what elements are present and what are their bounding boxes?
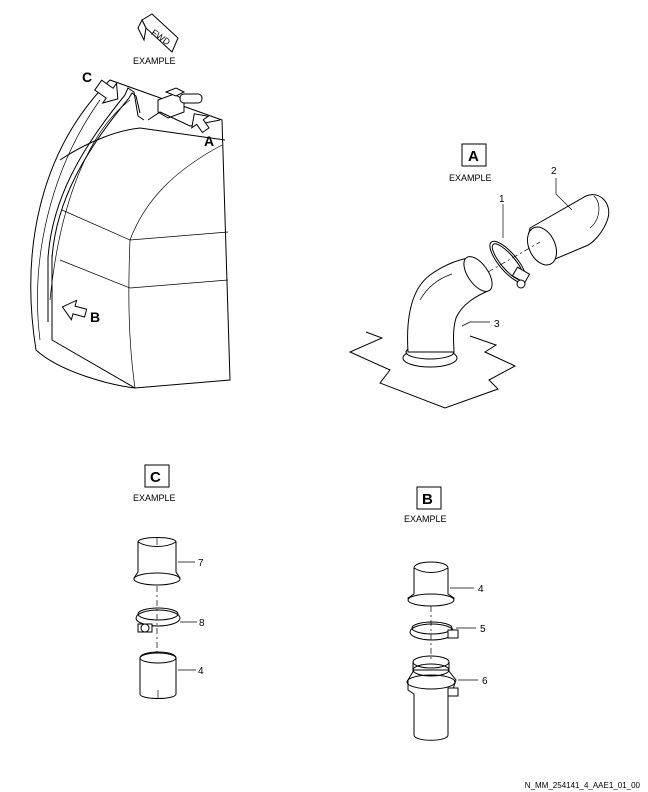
detail-c-example: EXAMPLE	[133, 493, 176, 503]
detail-a-item-2: 2	[551, 166, 557, 177]
figure-id: N_MM_254141_4_AAE1_01_00	[525, 781, 641, 790]
detail-b-title: B	[422, 491, 433, 508]
main-example-label: EXAMPLE	[133, 56, 176, 66]
detail-a-title: A	[468, 148, 479, 165]
detail-b-item-5: 5	[480, 624, 486, 635]
detail-a-title-box	[461, 143, 487, 167]
callout-c-label: C	[82, 69, 92, 85]
callout-b: B	[61, 299, 100, 325]
callout-a-label: A	[204, 133, 214, 149]
detail-b-example: EXAMPLE	[404, 514, 447, 524]
detail-a-example: EXAMPLE	[449, 173, 492, 183]
cabinet-drawing	[30, 79, 231, 389]
detail-b-item-4: 4	[478, 584, 484, 595]
detail-c-item-7: 7	[198, 558, 204, 569]
detail-b-title-box	[416, 486, 442, 510]
detail-c-drawing	[133, 537, 197, 699]
detail-a-item-3: 3	[494, 319, 500, 330]
detail-c-item-8: 8	[199, 618, 205, 629]
detail-c-title: C	[150, 469, 161, 486]
detail-c-title-box	[144, 464, 170, 488]
callout-c: C	[82, 69, 119, 104]
callout-b-label: B	[90, 309, 100, 325]
detail-a-drawing	[348, 178, 610, 409]
fwd-arrow: FWD	[137, 13, 179, 53]
detail-b-item-6: 6	[482, 676, 488, 687]
callout-a: A	[191, 113, 214, 149]
detail-b-drawing	[406, 561, 478, 741]
detail-a-item-1: 1	[499, 194, 505, 205]
detail-c-item-4: 4	[198, 666, 204, 677]
